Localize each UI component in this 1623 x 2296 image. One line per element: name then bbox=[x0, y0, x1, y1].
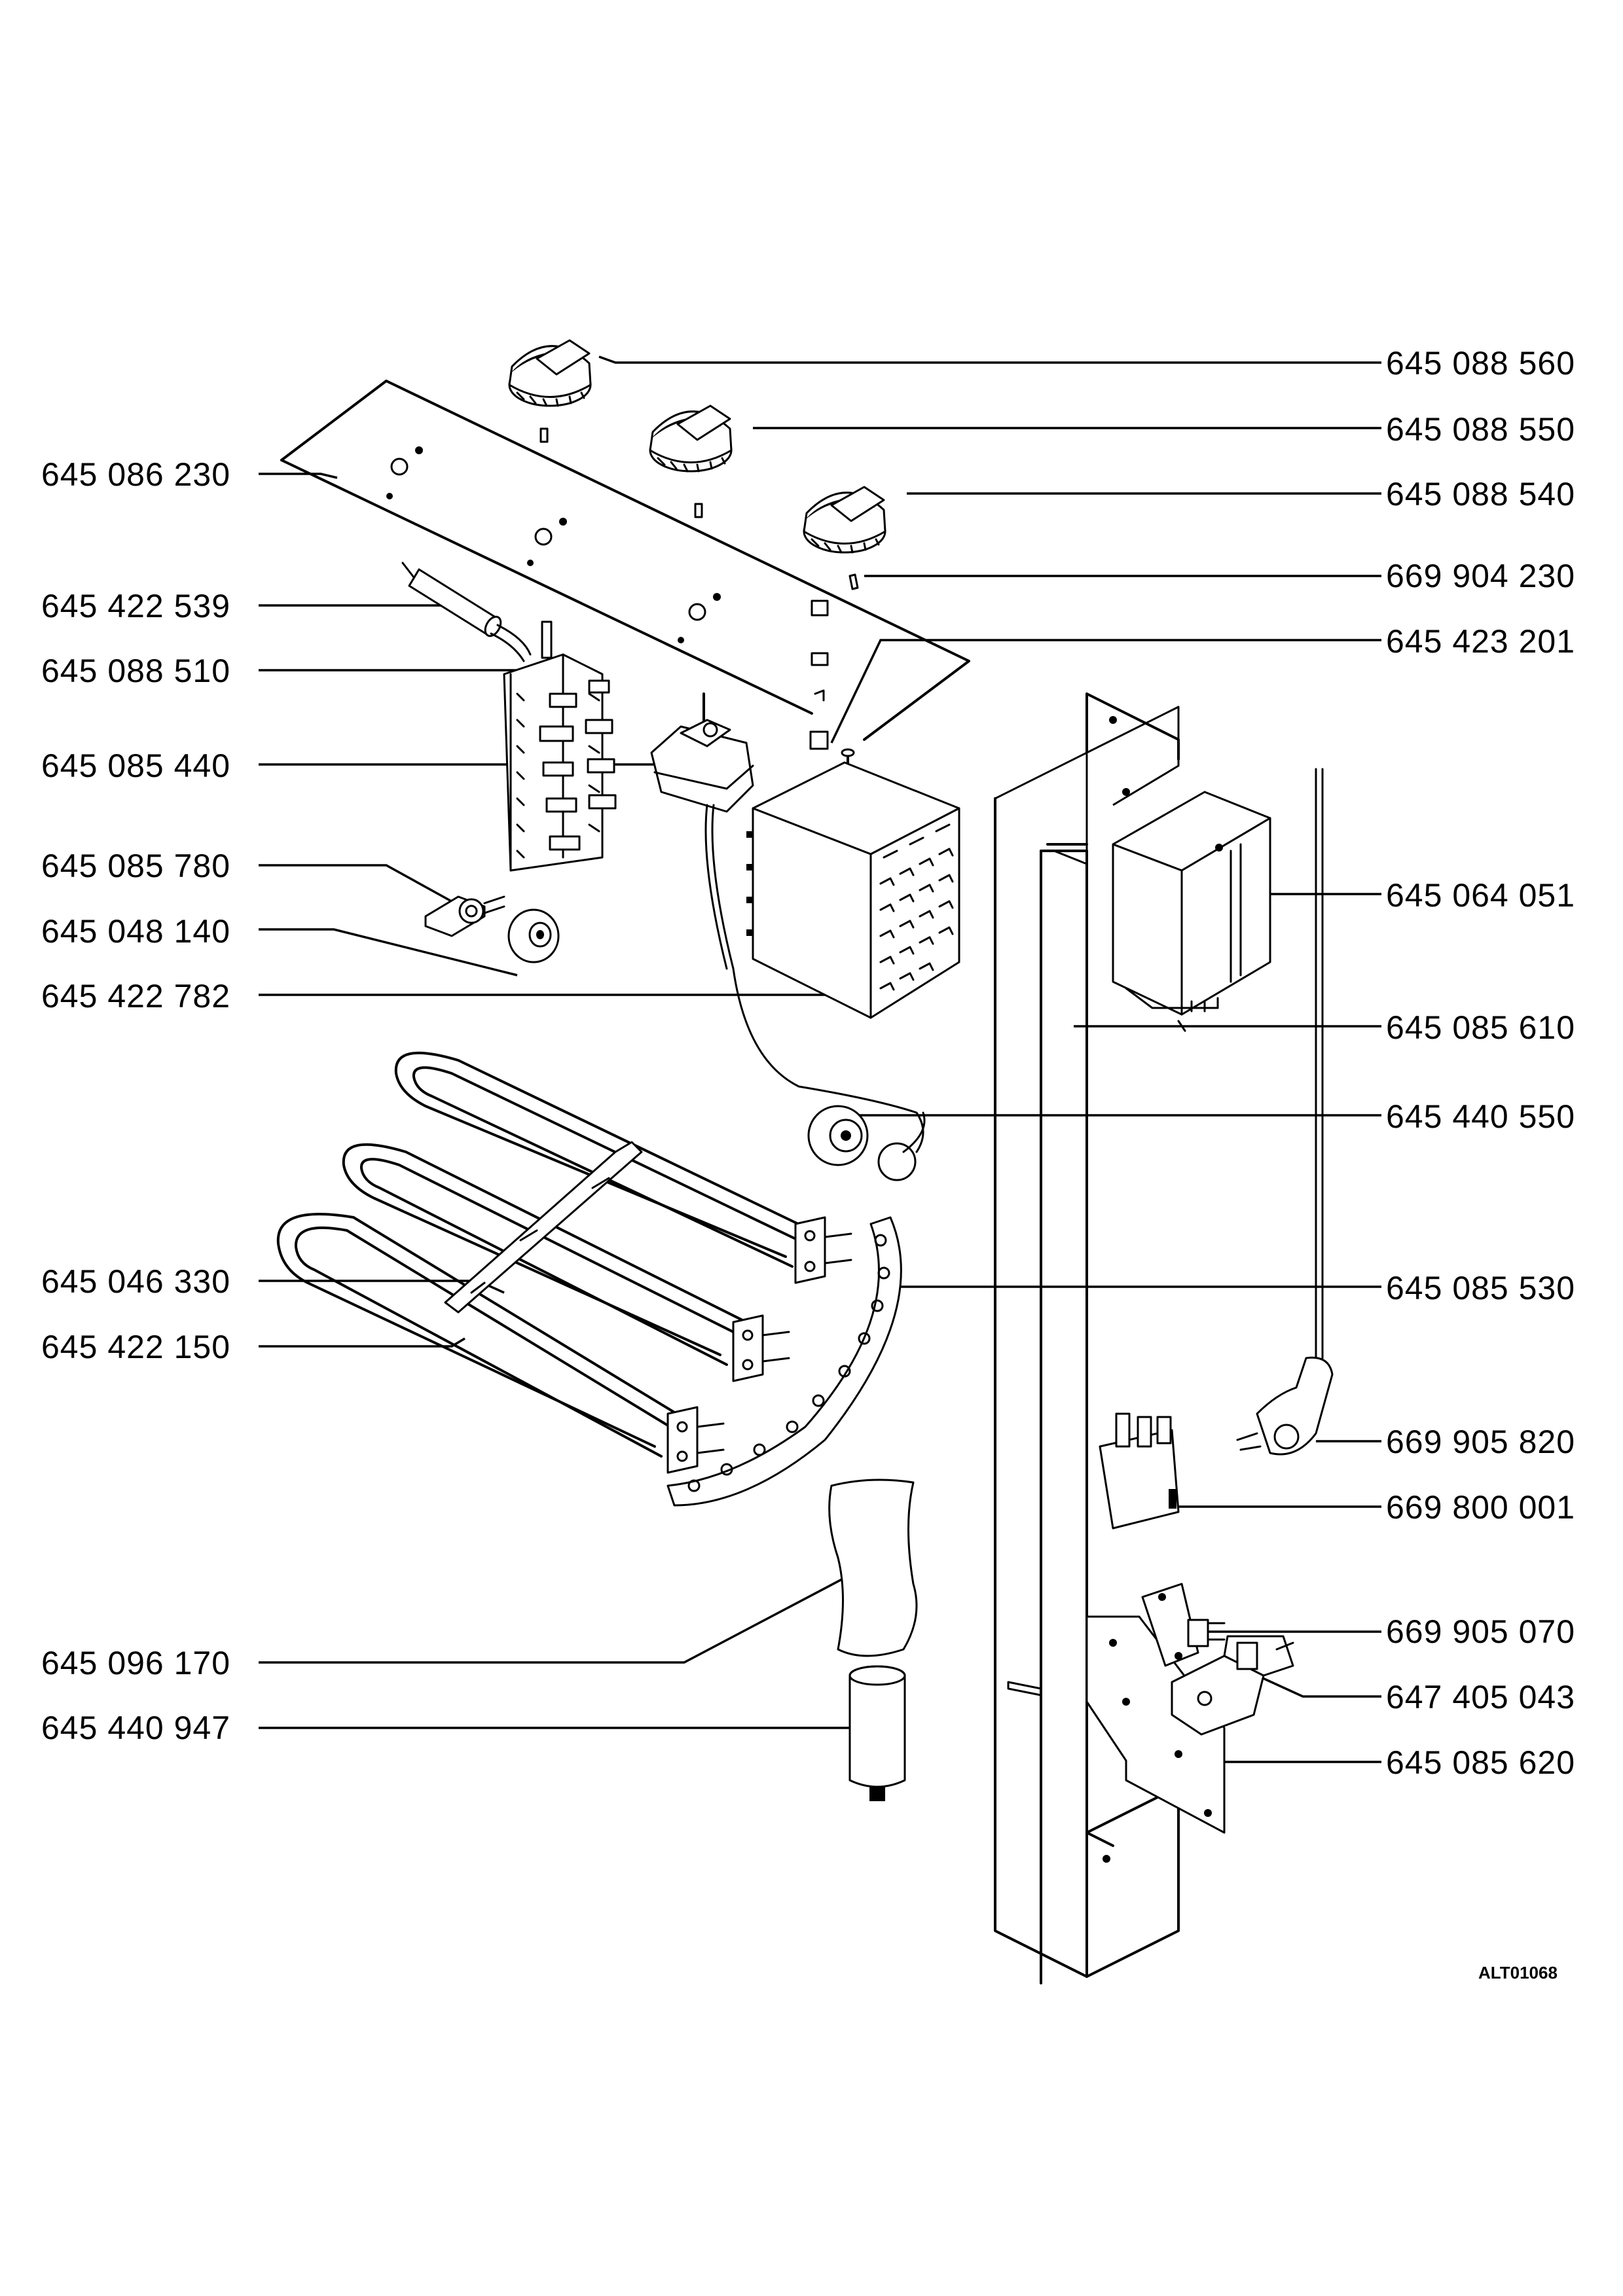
relay-block bbox=[746, 748, 960, 1019]
leader-645-422-150 bbox=[259, 1337, 465, 1348]
heating-elements bbox=[276, 1051, 852, 1474]
drawing-code: ALT01068 bbox=[1478, 1963, 1558, 1982]
capacitor-large bbox=[848, 1665, 906, 1801]
label-645-422-539: 645 422 539 bbox=[41, 588, 230, 624]
leader-647-405-043 bbox=[1256, 1674, 1381, 1698]
label-645-440-550: 645 440 550 bbox=[1386, 1098, 1575, 1135]
label-647-405-043: 647 405 043 bbox=[1386, 1679, 1575, 1715]
label-645-048-140: 645 048 140 bbox=[41, 913, 230, 950]
transformer bbox=[1112, 791, 1271, 1032]
control-panel-plate bbox=[280, 380, 970, 741]
grommet-small bbox=[507, 908, 560, 963]
label-645-046-330: 645 046 330 bbox=[41, 1263, 230, 1300]
label-645-088-560: 645 088 560 bbox=[1386, 345, 1575, 382]
thermal-fuse bbox=[424, 895, 505, 937]
label-645-085-610: 645 085 610 bbox=[1386, 1009, 1575, 1046]
label-645-423-201: 645 423 201 bbox=[1386, 623, 1575, 660]
thermostat bbox=[650, 692, 924, 1153]
mounting-plate bbox=[1085, 1615, 1226, 1834]
leader-645-048-140 bbox=[259, 928, 518, 977]
leader-645-423-201 bbox=[830, 639, 1381, 744]
terminal-block bbox=[1099, 1412, 1180, 1530]
micro-switch bbox=[1171, 1635, 1294, 1736]
label-645-088-510: 645 088 510 bbox=[41, 653, 230, 689]
label-669-905-820: 669 905 820 bbox=[1386, 1424, 1575, 1460]
selector-switch bbox=[503, 620, 617, 872]
label-669-904-230: 669 904 230 bbox=[1386, 558, 1575, 594]
door-switch bbox=[1141, 1583, 1226, 1667]
leader-645-086-230 bbox=[259, 473, 338, 479]
leader-645-088-560 bbox=[598, 355, 1381, 364]
label-645-422-782: 645 422 782 bbox=[41, 978, 230, 1014]
clip bbox=[848, 573, 859, 590]
label-645-085-620: 645 085 620 bbox=[1386, 1744, 1575, 1781]
label-645-422-150: 645 422 150 bbox=[41, 1329, 230, 1365]
curved-mounting-bracket bbox=[666, 1216, 902, 1507]
knob-bottom bbox=[803, 486, 886, 554]
label-645-085-530: 645 085 530 bbox=[1386, 1270, 1575, 1306]
insulation-sleeve bbox=[828, 1479, 918, 1657]
label-645-088-550: 645 088 550 bbox=[1386, 411, 1575, 448]
label-645-088-540: 645 088 540 bbox=[1386, 476, 1575, 512]
left-labels: 645 086 230 645 422 539 645 088 510 645 … bbox=[41, 456, 230, 1746]
leader-645-096-170 bbox=[259, 1566, 865, 1664]
leader-lines bbox=[259, 355, 1381, 1763]
right-labels: 645 088 560 645 088 550 645 088 540 669 … bbox=[1386, 345, 1575, 1781]
knob-top bbox=[508, 339, 592, 407]
label-645-064-051: 645 064 051 bbox=[1386, 877, 1575, 914]
label-645-085-780: 645 085 780 bbox=[41, 848, 230, 884]
leader-645-088-510 bbox=[259, 665, 551, 672]
capacitor-small bbox=[401, 562, 532, 662]
mains-cable-plug bbox=[1236, 768, 1334, 1456]
vertical-channel bbox=[994, 692, 1180, 1984]
label-645-086-230: 645 086 230 bbox=[41, 456, 230, 493]
leader-645-085-780 bbox=[259, 864, 456, 905]
cable-grommet bbox=[807, 1105, 926, 1181]
label-645-096-170: 645 096 170 bbox=[41, 1645, 230, 1681]
label-645-440-947: 645 440 947 bbox=[41, 1710, 230, 1746]
knob-middle bbox=[649, 404, 733, 473]
label-669-905-070: 669 905 070 bbox=[1386, 1613, 1575, 1650]
indicator-lamp-parts bbox=[809, 600, 829, 750]
label-669-800-001: 669 800 001 bbox=[1386, 1489, 1575, 1526]
label-645-085-440: 645 085 440 bbox=[41, 747, 230, 784]
